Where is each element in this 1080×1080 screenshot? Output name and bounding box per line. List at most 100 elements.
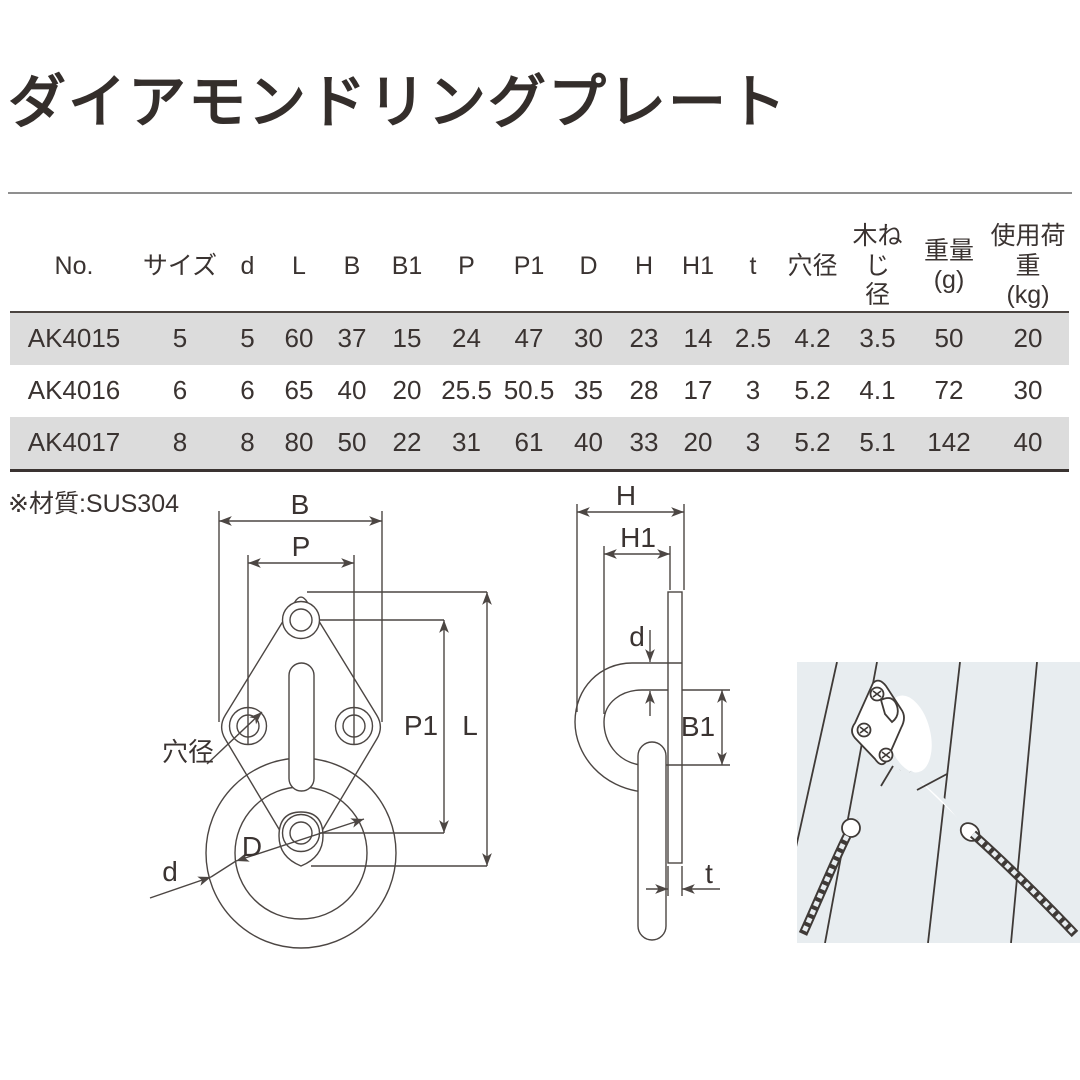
front-view-drawing: B P P1 L D d 穴径 xyxy=(149,489,492,949)
cell: 8 xyxy=(172,427,188,457)
cell: 5.1 xyxy=(859,427,896,457)
cell: 30 xyxy=(1013,375,1043,405)
cell: 50 xyxy=(934,323,964,353)
dim-label-d: d xyxy=(162,856,178,887)
table-row: AK4015 5 5 60 37 15 24 47 30 23 14 2.5 4.2 3.5 50 20 xyxy=(10,311,1069,365)
cell: 50 xyxy=(337,427,367,457)
ring-loop-inner xyxy=(603,689,668,766)
bottom-hole xyxy=(281,813,321,853)
cell: 20 xyxy=(1013,323,1043,353)
column-header: H xyxy=(617,222,671,313)
cell: 28 xyxy=(629,375,659,405)
cell: 14 xyxy=(683,323,713,353)
cell: 4.1 xyxy=(859,375,896,405)
cell: 5.2 xyxy=(794,427,831,457)
cell: AK4016 xyxy=(27,375,121,405)
cell: 72 xyxy=(934,375,964,405)
cell: 65 xyxy=(284,375,314,405)
cell: 40 xyxy=(574,427,603,457)
dim-label-H1: H1 xyxy=(620,522,656,553)
cell: 50.5 xyxy=(503,375,555,405)
dim-label-P: P xyxy=(292,531,311,562)
cell: 20 xyxy=(683,427,713,457)
cell: 35 xyxy=(574,375,603,405)
cell: 17 xyxy=(683,375,713,405)
cell: 80 xyxy=(284,427,314,457)
cell: 5 xyxy=(172,323,188,353)
column-header: H1 xyxy=(671,222,725,313)
dim-label-D: D xyxy=(242,831,262,862)
cell: 3.5 xyxy=(859,323,896,353)
side-view-drawing: H H1 d B1 t xyxy=(574,480,730,941)
column-header: No. xyxy=(10,222,138,313)
cell: 60 xyxy=(284,323,314,353)
dim-label-P1: P1 xyxy=(404,710,438,741)
hole-diameter-label: 穴径 xyxy=(162,737,214,767)
column-header: P1 xyxy=(498,222,560,313)
dim-label-B1: B1 xyxy=(681,711,715,742)
plate-slot xyxy=(288,662,315,792)
material-note: ※材質:SUS304 xyxy=(8,490,180,518)
cell: 4.2 xyxy=(794,323,831,353)
cell: 6 xyxy=(172,375,188,405)
cell: 15 xyxy=(392,323,422,353)
cell: AK4017 xyxy=(27,427,121,457)
column-header: t xyxy=(725,222,781,313)
cell: 33 xyxy=(629,427,659,457)
cell: 2.5 xyxy=(734,323,772,353)
dim-label-L: L xyxy=(462,710,478,741)
cell: 61 xyxy=(514,427,544,457)
column-header: B1 xyxy=(379,222,435,313)
dim-label-t: t xyxy=(705,858,713,889)
dim-label-d-side: d xyxy=(629,621,645,652)
cell: 3 xyxy=(745,427,761,457)
column-header: 重量 (g) xyxy=(911,222,987,313)
cell: 24 xyxy=(452,323,481,353)
cell: 5 xyxy=(240,323,255,353)
illustration-plate-hook xyxy=(879,697,899,724)
cell: 25.5 xyxy=(441,375,492,405)
page-title: ダイアモンドリングプレート xyxy=(8,70,789,135)
title-divider xyxy=(8,192,1072,194)
cell: 5.2 xyxy=(794,375,831,405)
usage-illustration xyxy=(797,662,1080,943)
cell: 8 xyxy=(240,427,255,457)
cell: 6 xyxy=(240,375,255,405)
cell: 47 xyxy=(514,323,544,353)
column-header: B xyxy=(325,222,379,313)
column-header: D xyxy=(560,222,617,313)
dim-label-B: B xyxy=(291,489,310,520)
cell: 23 xyxy=(629,323,659,353)
column-header: d xyxy=(222,222,273,313)
top-hole xyxy=(281,600,321,640)
column-header: L xyxy=(273,222,325,313)
cell: 31 xyxy=(452,427,481,457)
cell: 22 xyxy=(392,427,422,457)
illustration-screws xyxy=(856,686,894,763)
dim-label-H: H xyxy=(616,480,636,511)
table-row: AK4017 8 8 80 50 22 31 61 40 33 20 3 5.2 5.1 142 40 xyxy=(10,416,1069,470)
cell: 40 xyxy=(337,375,367,405)
column-header: 使用荷重 (kg) xyxy=(987,222,1069,313)
cell: AK4015 xyxy=(27,323,121,353)
column-header: P xyxy=(435,222,498,313)
illustration-ropes xyxy=(798,830,1079,938)
cell: 30 xyxy=(574,323,603,353)
illustration-left-hook xyxy=(841,765,902,838)
ring-hanging-part xyxy=(637,741,667,941)
column-header: 穴径 xyxy=(781,222,844,313)
column-header: 木ねじ 径 xyxy=(844,222,911,313)
cell: 37 xyxy=(337,323,367,353)
cell: 40 xyxy=(1013,427,1043,457)
cell: 3 xyxy=(745,375,761,405)
cell: 142 xyxy=(927,427,971,457)
ring-loop-outer xyxy=(574,662,682,793)
plate-side xyxy=(667,591,683,864)
column-header: サイズ xyxy=(138,222,222,313)
